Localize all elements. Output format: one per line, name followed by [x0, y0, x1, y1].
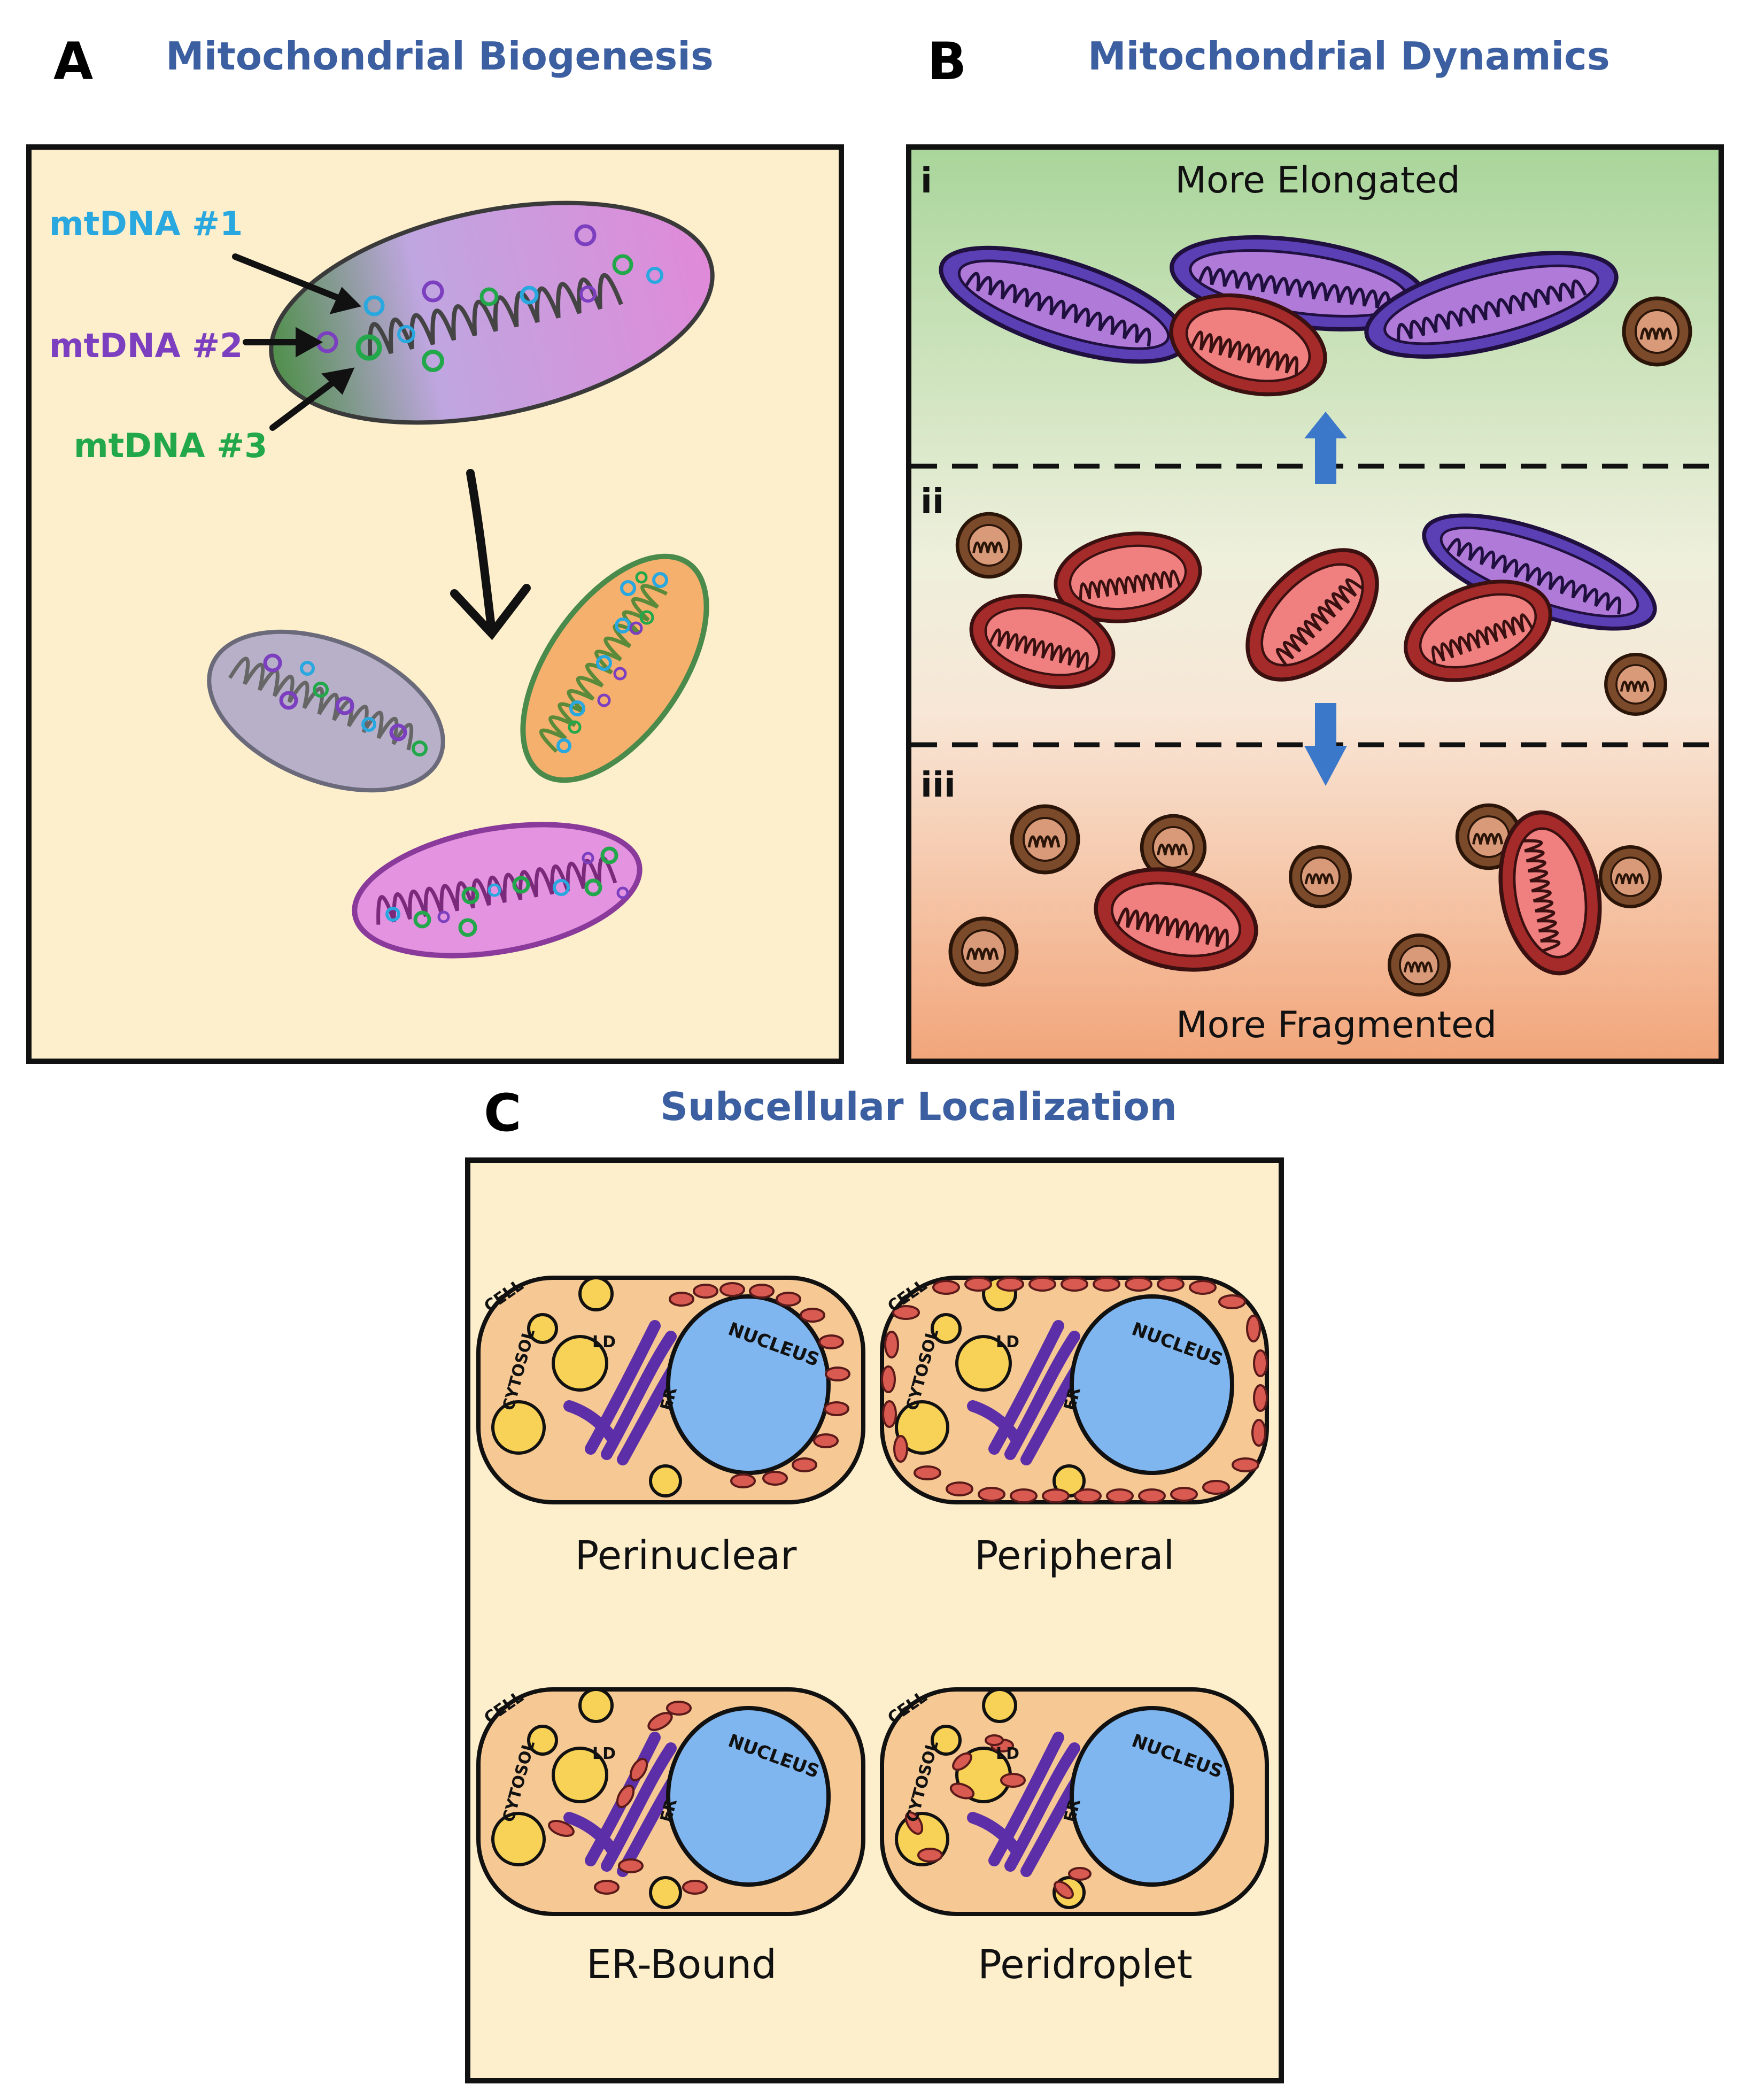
row-label-i: i	[920, 161, 932, 201]
perinuclear-mitochondria	[669, 1282, 850, 1488]
division-arrow	[450, 469, 531, 640]
daughter-mito-grey	[207, 629, 445, 793]
peripheral-mitochondria	[881, 1277, 1268, 1503]
peridroplet-mitochondria	[904, 1734, 1092, 1900]
cell-perinuclear	[478, 1278, 863, 1502]
ld-label: LD	[592, 1744, 616, 1763]
more-elongated-label: More Elongated	[1175, 159, 1460, 202]
parent-mitochondrion	[269, 200, 715, 425]
ld-label: LD	[592, 1333, 616, 1352]
panel-b-title: Mitochondrial Dynamics	[1088, 34, 1610, 79]
row-label-iii: iii	[920, 766, 956, 805]
ld-label: LD	[996, 1744, 1019, 1763]
ld-label: LD	[996, 1333, 1019, 1352]
phenotype-peripheral: Peripheral	[974, 1533, 1174, 1579]
panel-c-title: Subcellular Localization	[660, 1084, 1177, 1129]
mtdna-3-label: mtDNA #3	[74, 426, 267, 465]
er-bound-mitochondria	[548, 1701, 708, 1895]
phenotype-er-bound: ER-Bound	[586, 1942, 777, 1988]
panel-b-letter: B	[927, 32, 966, 91]
phenotype-perinuclear: Perinuclear	[575, 1533, 797, 1579]
mtdna-2-label: mtDNA #2	[49, 326, 243, 365]
mtdna-pointer-arrows	[232, 253, 361, 431]
panel-a-title: Mitochondrial Biogenesis	[166, 34, 714, 79]
cell-er-bound	[478, 1689, 863, 1914]
panel-a-letter: A	[53, 32, 93, 91]
panel-c-letter: C	[484, 1083, 521, 1143]
phenotype-peridroplet: Peridroplet	[978, 1942, 1193, 1988]
cell-peridroplet	[882, 1689, 1267, 1914]
more-fragmented-label: More Fragmented	[1176, 1004, 1497, 1046]
mtdna-1-label: mtDNA #1	[49, 204, 243, 243]
arrow-up	[1304, 412, 1347, 484]
row-label-ii: ii	[920, 482, 944, 522]
daughter-mito-green	[520, 553, 709, 783]
daughter-mito-pink	[352, 822, 643, 959]
arrow-down	[1304, 703, 1347, 786]
cell-peripheral	[882, 1278, 1267, 1502]
